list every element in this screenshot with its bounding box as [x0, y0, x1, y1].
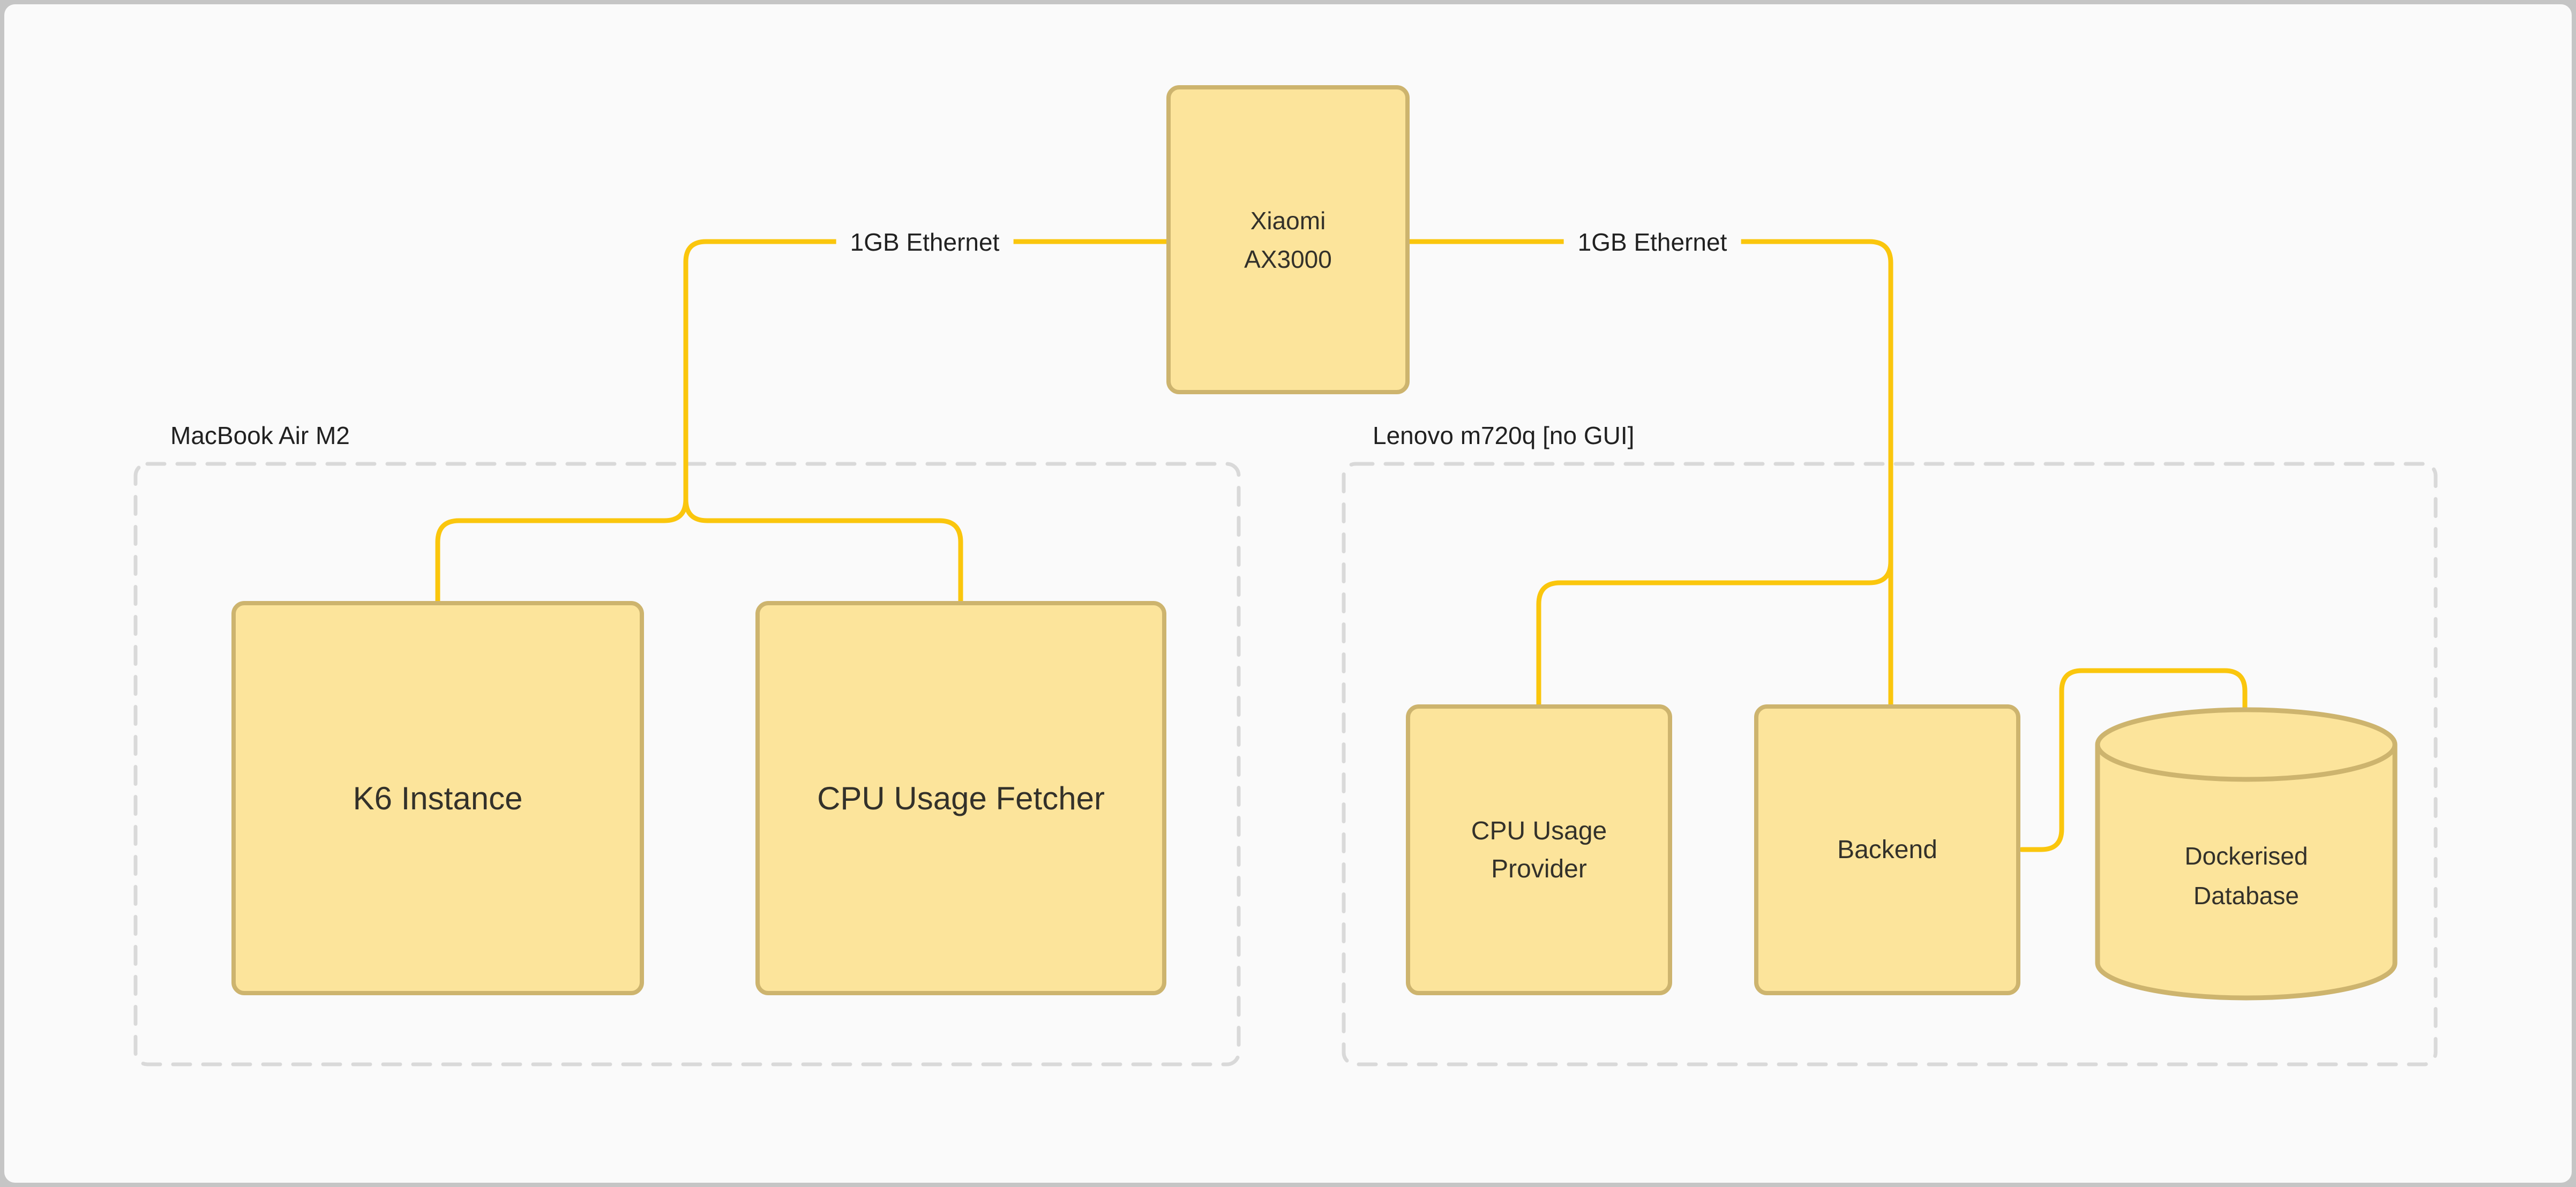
group-label-macbook: MacBook Air M2: [170, 422, 350, 449]
edge-backend-to-database[interactable]: [2019, 668, 2248, 852]
node-provider-label: CPU Usage Provider: [1471, 816, 1607, 883]
node-cpu-usage-fetcher[interactable]: CPU Usage Fetcher: [755, 601, 1166, 995]
node-database-label: Dockerised Database: [2184, 842, 2308, 910]
edge-router-to-k6[interactable]: [435, 239, 1169, 606]
node-backend[interactable]: Backend: [1754, 704, 2020, 995]
database-cylinder-body[interactable]: [2095, 745, 2398, 1001]
database-cylinder-top[interactable]: [2095, 707, 2398, 782]
edge-fork-to-fetcher[interactable]: [683, 497, 963, 606]
group-label-lenovo: Lenovo m720q [no GUI]: [1373, 422, 1635, 449]
node-cpu-usage-provider[interactable]: CPU Usage Provider: [1406, 704, 1672, 995]
node-k6-instance[interactable]: K6 Instance: [231, 601, 644, 995]
edge-label-right-ethernet: 1GB Ethernet: [1563, 227, 1741, 258]
edge-fork-to-provider[interactable]: [1536, 559, 1893, 709]
node-router-label: Xiaomi AX3000: [1244, 206, 1332, 273]
edge-router-to-backend[interactable]: [1407, 239, 1893, 709]
node-backend-label: Backend: [1837, 836, 1937, 864]
node-fetcher-label: CPU Usage Fetcher: [817, 780, 1105, 816]
node-router[interactable]: Xiaomi AX3000: [1166, 85, 1410, 394]
node-k6-label: K6 Instance: [353, 780, 523, 816]
edge-label-left-ethernet: 1GB Ethernet: [836, 227, 1014, 258]
